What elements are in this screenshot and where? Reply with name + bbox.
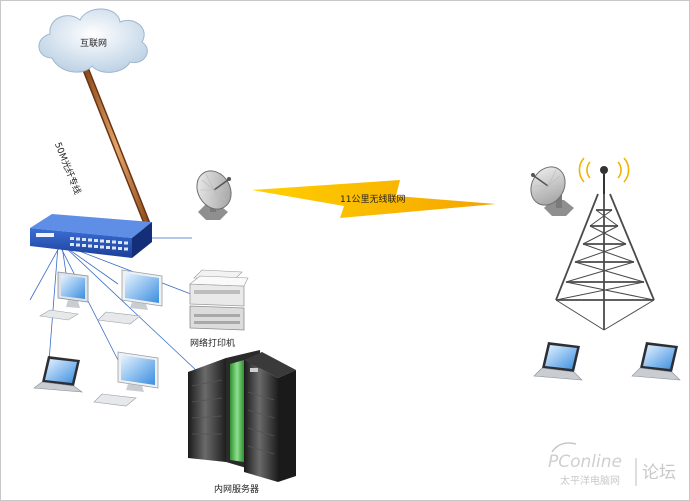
printer-icon <box>189 269 249 331</box>
satellite-dish-icon <box>530 166 574 216</box>
desktop-computer-icon <box>93 351 159 407</box>
satellite-dish-icon <box>196 170 232 220</box>
server-label: 内网服务器 <box>214 485 260 495</box>
watermark-logo <box>551 442 637 486</box>
wireless-link-bolt <box>252 180 496 218</box>
laptop-icon <box>533 342 583 381</box>
desktop-computer-icon <box>97 269 163 325</box>
fiber-cable <box>82 66 152 230</box>
desktop-computer-icon <box>39 271 89 321</box>
laptop-icon <box>631 342 681 381</box>
printer-label: 网络打印机 <box>190 339 236 349</box>
internet-label: 互联网 <box>80 39 108 49</box>
lan-links <box>29 237 199 375</box>
watermark-forum: 论坛 <box>642 463 676 483</box>
network-switch-icon <box>30 214 152 258</box>
laptop-icon <box>33 356 84 393</box>
server-rack-icon <box>188 350 296 482</box>
watermark-sub: 太平洋电脑网 <box>560 476 620 487</box>
cloud-icon <box>38 8 148 73</box>
radio-tower-icon <box>555 157 655 331</box>
wireless-label: 11公里无线联网 <box>340 195 406 205</box>
watermark-brand: PConline <box>548 452 622 472</box>
